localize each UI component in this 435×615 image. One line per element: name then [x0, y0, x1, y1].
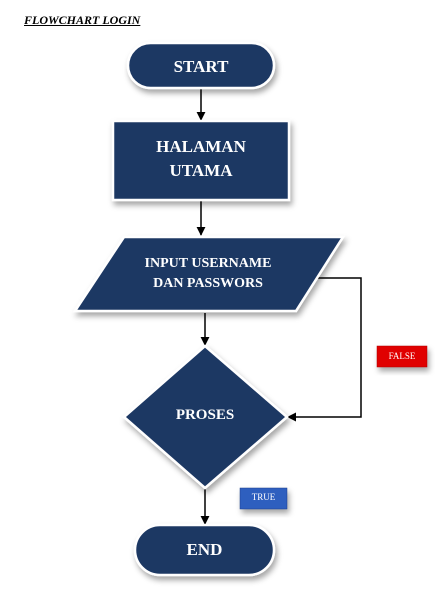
arrow-false-loop [287, 277, 362, 422]
true-badge-label: TRUE [252, 492, 276, 502]
page-title: FLOWCHART LOGIN [24, 13, 141, 27]
start-node [126, 41, 276, 90]
input-node [72, 235, 346, 313]
halaman-label-line-2: UTAMA [170, 161, 234, 180]
input-label-line-1: INPUT USERNAME [145, 256, 272, 271]
start-label: START [174, 57, 229, 76]
input-label-line-2: DAN PASSWORS [153, 276, 263, 291]
end-label: END [187, 540, 223, 559]
proses-label: PROSES [176, 407, 234, 423]
false-badge [376, 345, 428, 368]
proses-node [122, 344, 289, 490]
connectors [196, 89, 362, 525]
halaman-label-line-1: HALAMAN [156, 137, 246, 156]
halaman-utama-node [111, 119, 291, 202]
false-badge-label: FALSE [389, 351, 416, 361]
true-badge [239, 487, 288, 510]
end-node [133, 523, 276, 577]
